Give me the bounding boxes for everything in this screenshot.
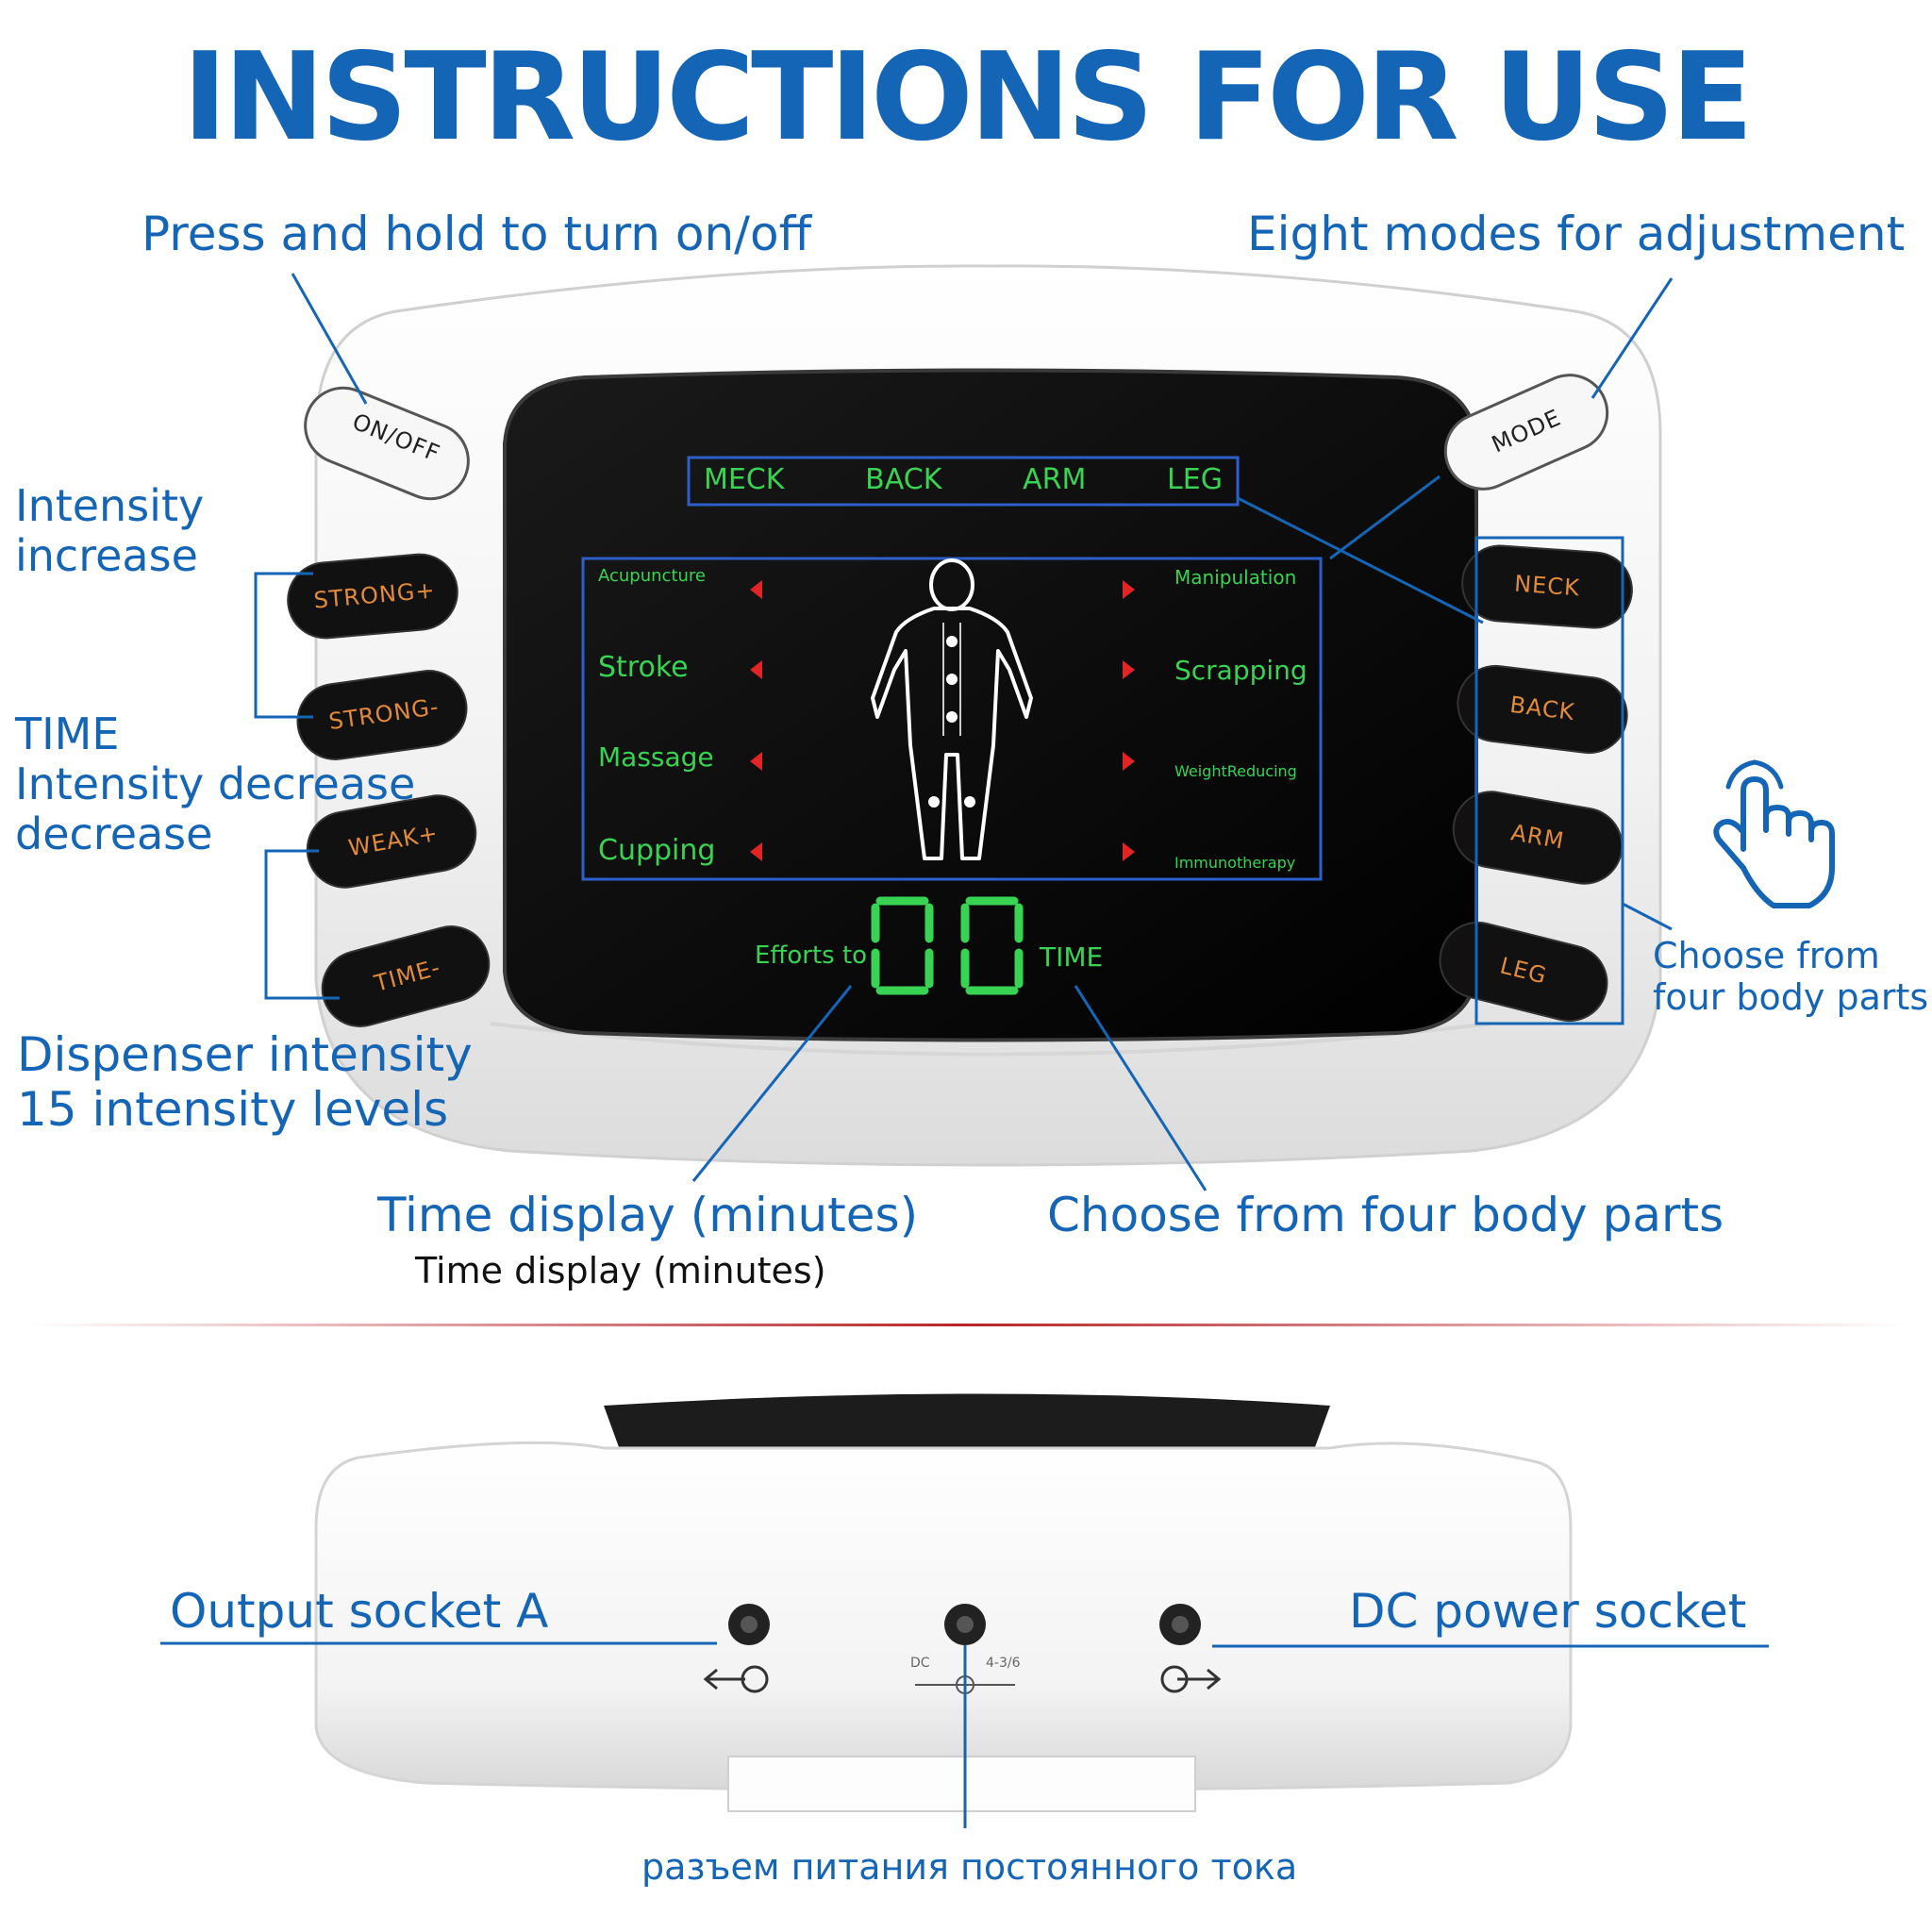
lcd-mode-left: Stroke <box>598 651 689 684</box>
lcd-mode-left: Cupping <box>598 834 716 867</box>
annotation-body-parts-right: Choose from four body parts <box>1653 935 1929 1018</box>
lcd-body-part: BACK <box>865 463 942 496</box>
lcd-screen <box>503 368 1478 1042</box>
output-socket-a[interactable] <box>728 1604 770 1645</box>
lcd-body-part-row: MECK BACK ARM LEG <box>694 463 1232 496</box>
weak-plus-button[interactable] <box>301 790 481 893</box>
lcd-body-part: LEG <box>1167 463 1223 496</box>
lcd-mode-left: Massage <box>598 741 714 773</box>
neck-button[interactable] <box>1459 543 1634 630</box>
strong-plus-button[interactable] <box>285 551 460 641</box>
annotation-dispenser: Dispenser intensity 15 intensity levels <box>17 1027 473 1137</box>
strong-minus-button[interactable] <box>292 666 471 764</box>
device-top-view <box>285 264 1662 1167</box>
time-digits <box>871 896 1024 995</box>
back-button[interactable] <box>1454 661 1631 757</box>
annotation-power: Press and hold to turn on/off <box>142 207 812 261</box>
output-arrow-icon <box>703 1665 769 1693</box>
lcd-body-part: ARM <box>1023 463 1087 496</box>
annotation-time-decrease: TIME Intensity decrease decrease <box>15 708 416 859</box>
annotation-russian-label: разъем питания постоянного тока <box>641 1846 1298 1888</box>
annotation-intensity-increase: Intensity increase <box>15 480 205 581</box>
callout-lines <box>160 273 1769 1828</box>
page-title: INSTRUCTIONS FOR USE <box>182 27 1753 168</box>
lcd-time-label: TIME <box>1040 941 1104 973</box>
lcd-mode-right: Scrapping <box>1174 655 1307 686</box>
battery-cover <box>727 1756 1196 1812</box>
device-side-screen <box>604 1393 1330 1457</box>
lcd-mode-right: Immunotherapy <box>1174 854 1296 872</box>
mode-button[interactable] <box>1434 363 1620 501</box>
annotation-dc-socket: DC power socket <box>1349 1584 1747 1639</box>
annotation-modes: Eight modes for adjustment <box>1247 207 1906 261</box>
device-side-view <box>314 1393 1573 1812</box>
dc-socket-mark: DC <box>910 1656 930 1671</box>
hand-pointer-icon <box>1713 759 1835 908</box>
annotation-output-socket: Output socket A <box>170 1584 549 1639</box>
body-part-frame <box>687 456 1240 507</box>
input-arrow-icon <box>1160 1665 1222 1693</box>
lcd-mode-left: Acupuncture <box>598 566 706 586</box>
middle-socket[interactable] <box>944 1604 986 1645</box>
annotation-time-display-sub: Time display (minutes) <box>415 1250 826 1291</box>
lcd-mode-right: Manipulation <box>1174 566 1297 589</box>
leg-button[interactable] <box>1432 914 1615 1028</box>
dc-power-socket[interactable] <box>1159 1604 1201 1645</box>
divider <box>28 1324 1906 1326</box>
lcd-body-part: MECK <box>704 463 785 496</box>
annotation-time-display: Time display (minutes) <box>377 1188 919 1242</box>
annotation-body-parts-bottom: Choose from four body parts <box>1047 1188 1724 1242</box>
lcd-mode-right: WeightReducing <box>1174 762 1297 780</box>
left-arrow-icon <box>750 580 762 861</box>
out-socket-mark: 4-3/6 <box>986 1656 1021 1671</box>
on-off-button[interactable] <box>294 376 480 510</box>
device-side-shell <box>314 1441 1573 1791</box>
right-arrow-icon <box>1123 580 1135 861</box>
lcd-efforts-label: Efforts to <box>755 941 868 970</box>
body-figure-icon <box>871 558 1033 860</box>
